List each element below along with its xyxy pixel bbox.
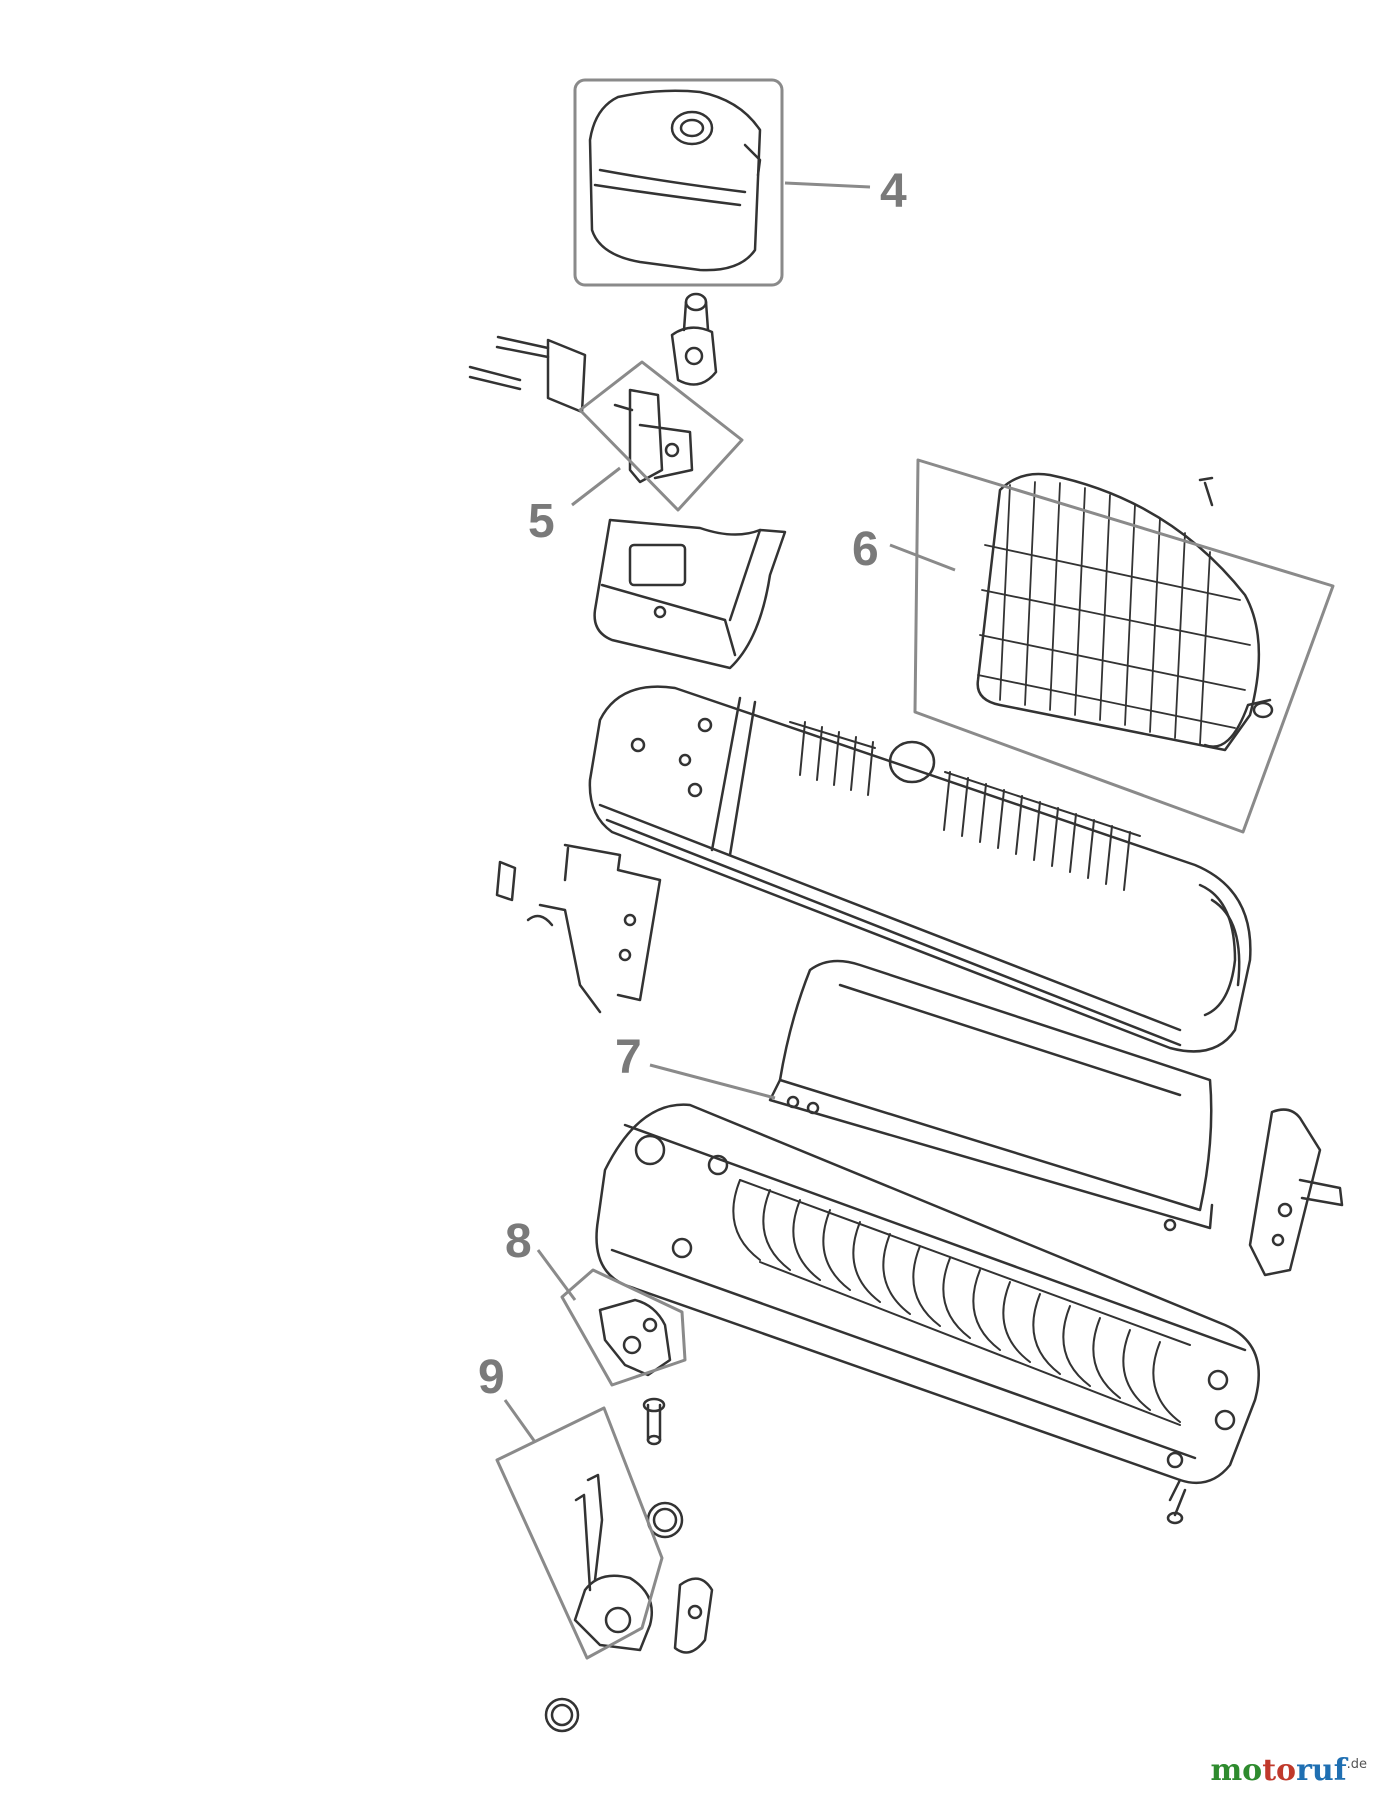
- callout-box-9: [495, 1406, 664, 1660]
- front-grill-drawing: [976, 472, 1274, 752]
- callout-number-6: 6: [852, 523, 879, 576]
- heat-shield-drawing: [768, 959, 1214, 1232]
- callout-number-9: 9: [478, 1351, 505, 1404]
- leader-line-9: [503, 1399, 537, 1443]
- callout-number-7: 7: [615, 1031, 642, 1084]
- logo-suffix: .de: [1346, 1757, 1367, 1772]
- leader-line-4: [784, 181, 871, 189]
- leader-line-6: [889, 543, 956, 572]
- valve-knob-drawing: [670, 292, 718, 386]
- callout-box-4: [573, 78, 784, 287]
- hinge-bracket-drawing: [598, 1298, 672, 1377]
- leader-line-7: [649, 1063, 776, 1100]
- control-housing-drawing: [593, 518, 787, 670]
- callout-box-8: [560, 1268, 687, 1387]
- callout-box-5: [578, 360, 744, 512]
- leader-line-5: [571, 466, 621, 507]
- callout-number-8: 8: [505, 1215, 532, 1268]
- side-bracket-drawing: [495, 843, 662, 1014]
- bolt-drawing: [642, 1397, 666, 1446]
- tank-cover-drawing: [588, 89, 762, 272]
- upper-vent-slots: [789, 721, 1141, 891]
- upper-body-drawing: [588, 685, 1252, 1053]
- callout-number-5: 5: [528, 495, 555, 548]
- gas-valve-drawing: [544, 1473, 714, 1733]
- callout-number-4: 4: [880, 165, 907, 218]
- valve-bracket-drawing: [613, 388, 694, 484]
- leader-line-8: [536, 1249, 577, 1301]
- burner-coils: [732, 1179, 1191, 1426]
- lower-body-drawing: [595, 1103, 1260, 1525]
- right-bracket-drawing: [1248, 1108, 1344, 1277]
- screws-drawing: [468, 335, 587, 414]
- motoruf-logo: motoruf.de: [1210, 1753, 1367, 1788]
- callout-box-6: [913, 458, 1335, 834]
